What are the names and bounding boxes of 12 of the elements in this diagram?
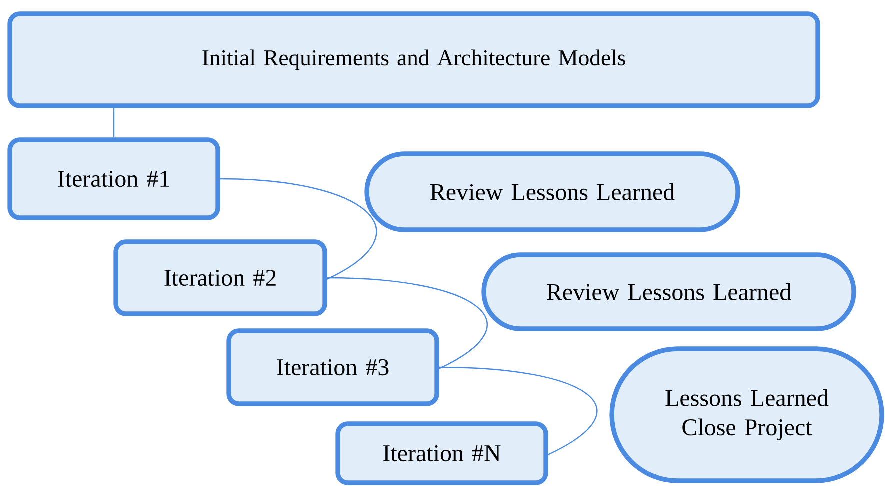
- lessons-pill: Lessons Learned Close Project: [610, 346, 884, 484]
- iteration-box: Iteration #1: [8, 138, 220, 220]
- iteration-box: Iteration #2: [114, 240, 328, 316]
- iteration-box: Iteration #3: [226, 328, 440, 406]
- iteration-box: Iteration #N: [336, 422, 548, 486]
- connector: [439, 366, 598, 456]
- connector: [113, 108, 115, 138]
- lessons-pill: Review Lessons Learned: [482, 252, 856, 332]
- lessons-pill: Review Lessons Learned: [364, 152, 740, 232]
- title-box: Initial Requirements and Architecture Models: [8, 12, 820, 108]
- connector: [220, 178, 378, 280]
- connector: [327, 277, 488, 370]
